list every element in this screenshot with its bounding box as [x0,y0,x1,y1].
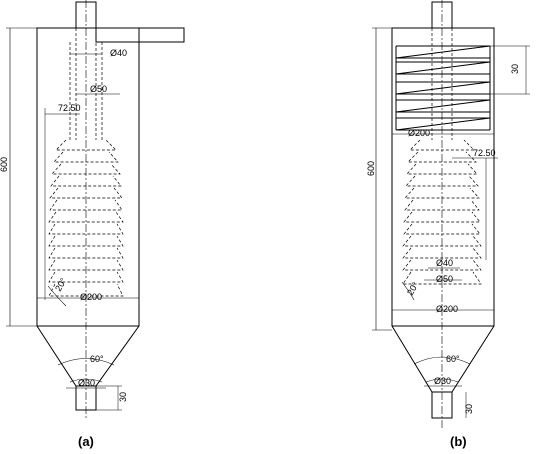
diagram-b-labels: 600 30 Ø200 72.50 Ø40 Ø50 20° Ø200 60° Ø… [366,64,520,449]
b-cone-angle: 60° [446,354,460,364]
b-bottom-length: 30 [464,404,474,414]
b-body-diameter: Ø200 [436,304,458,314]
b-pitch: 30 [510,64,520,74]
b-upper-body-diameter: Ø200 [408,128,430,138]
b-height-label: 600 [366,161,376,176]
diagram-b [372,0,530,430]
a-inlet-pipe [95,27,185,43]
a-body-diameter: Ø200 [80,292,102,302]
a-bottom-length: 30 [118,392,128,402]
b-inner-cone-stack [402,139,482,285]
b-body [391,27,495,327]
a-inner-tube-diameter: Ø50 [90,84,107,94]
b-inner-tube-diameter: Ø40 [436,258,453,268]
a-caption: (a) [78,434,94,449]
b-inner-tube-diameter-2: Ø50 [436,274,453,284]
a-spacing: 72.50 [58,103,81,113]
a-cone [36,325,140,387]
b-caption: (b) [450,434,467,449]
b-helical-fins [395,45,491,131]
a-height-label: 600 [0,157,9,172]
a-inner-cone-stack [48,139,124,297]
b-spacing: 72.50 [473,148,496,158]
b-side-angle: 20° [405,280,421,297]
b-bottom-diameter: Ø30 [434,376,451,386]
a-side-angle: 20° [53,276,69,293]
a-bottom-diameter: Ø30 [78,378,95,388]
a-body [36,27,140,327]
a-outlet-diameter: Ø40 [110,48,127,58]
diagram-a [6,0,185,420]
a-cone-angle: 60° [90,354,104,364]
diagram-a-labels: 600 Ø40 Ø50 72.50 20° Ø200 60° Ø30 30 (a… [0,48,128,449]
